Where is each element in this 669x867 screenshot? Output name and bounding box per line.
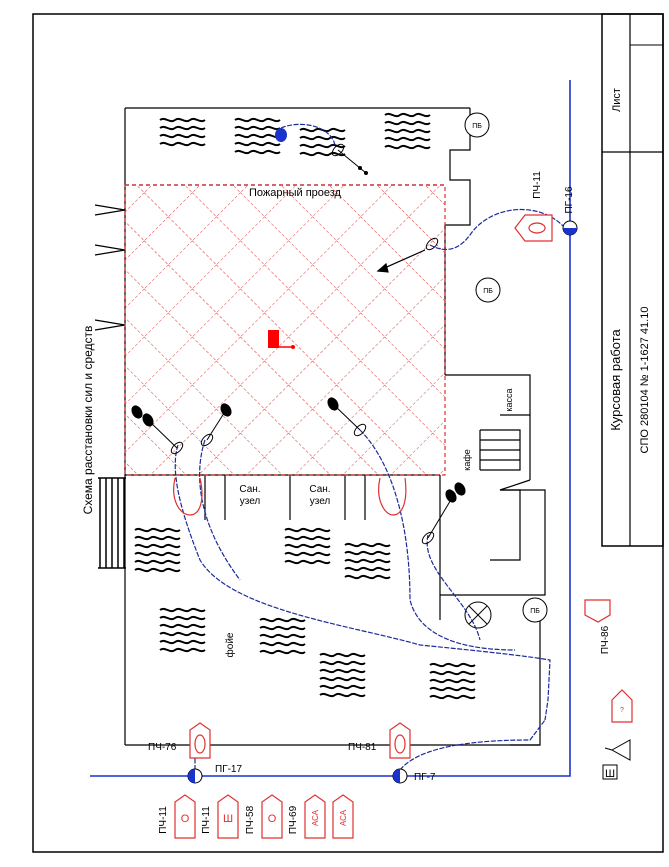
reserve-unit-2-label: ПЧ-11 [201,806,212,834]
room-san1-line1: Сан. [239,484,260,495]
hydrant-pg7 [392,768,408,784]
truck-pch76-label: ПЧ-76 [148,742,177,753]
title-sheet-label: Лист [611,88,623,112]
reserve-unit-5-glyph: АСА [339,809,348,826]
title-doc-code: СПО 280104 № 1-1627 41.10 [639,307,651,454]
pb-markers [464,112,548,623]
reserve-unit-5 [332,794,354,839]
doorways [173,477,407,516]
reserve-unit-3-glyph: О [268,813,277,825]
hydrant-pg17-label: ПГ-17 [215,764,242,775]
reserve-unit-2 [217,794,239,839]
pb-label-2: ПБ [483,288,493,295]
truck-pch86 [584,599,611,623]
water-main [90,80,571,777]
room-kafe: кафе [462,449,472,471]
reserve-unit-3-label: ПЧ-58 [245,805,256,834]
unknown-unit-label: ? [620,707,624,714]
attack-arrow [376,249,426,273]
pb-label-1: ПБ [472,123,482,130]
room-san2-line1: Сан. [309,484,330,495]
truck-pch81 [389,722,411,759]
hydrant-pg16-label: ПГ-16 [564,186,575,213]
reserve-unit-2-glyph: Ш [223,813,233,825]
title-work-type: Курсовая работа [608,328,623,430]
fire-driveway-label: Пожарный проезд [249,187,342,199]
room-san1-line2: узел [240,496,261,507]
hq-icon [602,739,631,780]
fire-zone [124,184,446,476]
reserve-unit-3 [261,794,283,839]
truck-pch11-top-label: ПЧ-11 [532,171,543,199]
title-block: Лист Курсовая работа СПО 280104 № 1-1627… [601,13,664,547]
truck-pch86-label: ПЧ-86 [600,625,611,654]
pb-label-3: ПБ [530,608,540,615]
stairs-left [98,477,126,569]
hq-label: Ш [605,768,615,780]
hydrant-pg16 [562,220,578,236]
reserve-unit-4-label: ПЧ-69 [288,805,299,834]
unknown-unit [611,689,633,723]
room-san2-line2: узел [310,496,331,507]
reserve-unit-1 [174,794,196,839]
scheme-title: Схема расстановки сил и средств [81,326,95,515]
fire-seat-icon [268,330,279,348]
reserve-unit-4-glyph: АСА [311,809,320,826]
hydrant-pg17 [187,768,203,784]
reserve-unit-1-label: ПЧ-11 [158,806,169,834]
reserve-unit-1-glyph: О [181,813,190,825]
branch-pipes [147,143,456,545]
room-kassa: касса [504,388,514,411]
room-foyer: фойе [224,632,236,657]
truck-pch11-top [514,214,553,242]
truck-pch76 [189,722,211,759]
reserve-row: О ПЧ-11 Ш ПЧ-11 О ПЧ-58 АСА ПЧ-69 АСА [158,794,354,839]
truck-pch81-label: ПЧ-81 [348,742,377,753]
reserve-unit-4 [304,794,326,839]
hydrant-pg7-label: ПГ-7 [414,772,436,783]
